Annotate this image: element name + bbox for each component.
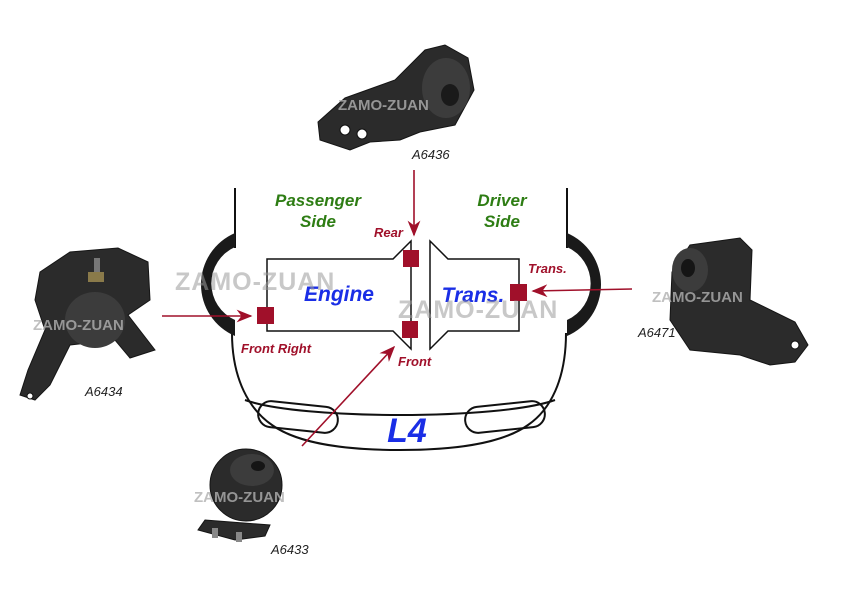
rear-mount-label: Rear	[374, 225, 404, 240]
watermark: ZAMO-ZUAN	[194, 489, 285, 506]
watermark: ZAMO-ZUAN	[175, 268, 335, 296]
engine-type-label: L4	[387, 412, 427, 450]
watermark: ZAMO-ZUAN	[398, 296, 558, 324]
front-right-mount-point	[257, 307, 274, 324]
mount-part-a6436-image[interactable]	[317, 44, 475, 151]
part-number-a6471: A6471	[637, 325, 676, 340]
watermark: ZAMO-ZUAN	[338, 97, 429, 114]
driver-side-label: Driver	[477, 191, 528, 210]
mount-part-a6433-image[interactable]	[197, 448, 283, 542]
trans-mount-label: Trans.	[528, 261, 567, 276]
watermark: ZAMO-ZUAN	[652, 289, 743, 306]
mount-part-a6471-image[interactable]	[669, 237, 809, 366]
front-arrow	[301, 345, 396, 447]
transmission-block	[429, 239, 520, 351]
front-mount-point	[402, 321, 418, 338]
front-mount-label: Front	[398, 354, 432, 369]
transmission-label: Trans.	[442, 284, 505, 307]
part-number-a6436: A6436	[411, 147, 450, 162]
passenger-side-label: Passenger	[275, 191, 362, 210]
passenger-side-label: Side	[300, 212, 336, 231]
trans-arrow	[531, 284, 633, 298]
part-number-a6434: A6434	[84, 384, 123, 399]
part-number-a6433: A6433	[270, 542, 309, 557]
right-wheel-arch	[567, 233, 602, 336]
rear-mount-point	[403, 250, 419, 267]
front-right-mount-label: Front Right	[241, 341, 312, 356]
watermark: ZAMO-ZUAN	[33, 317, 124, 334]
left-wheel-arch	[200, 233, 235, 336]
engine-block	[266, 239, 412, 351]
trans-mount-point	[510, 284, 527, 301]
engine-label: Engine	[304, 283, 374, 306]
driver-side-label: Side	[484, 212, 520, 231]
car-outline	[231, 188, 568, 452]
watermark-layer: ZAMO-ZUAN ZAMO-ZUAN ZAMO-ZUAN ZAMO-ZUAN …	[33, 97, 743, 506]
mount-part-a6434-image[interactable]	[19, 247, 156, 401]
